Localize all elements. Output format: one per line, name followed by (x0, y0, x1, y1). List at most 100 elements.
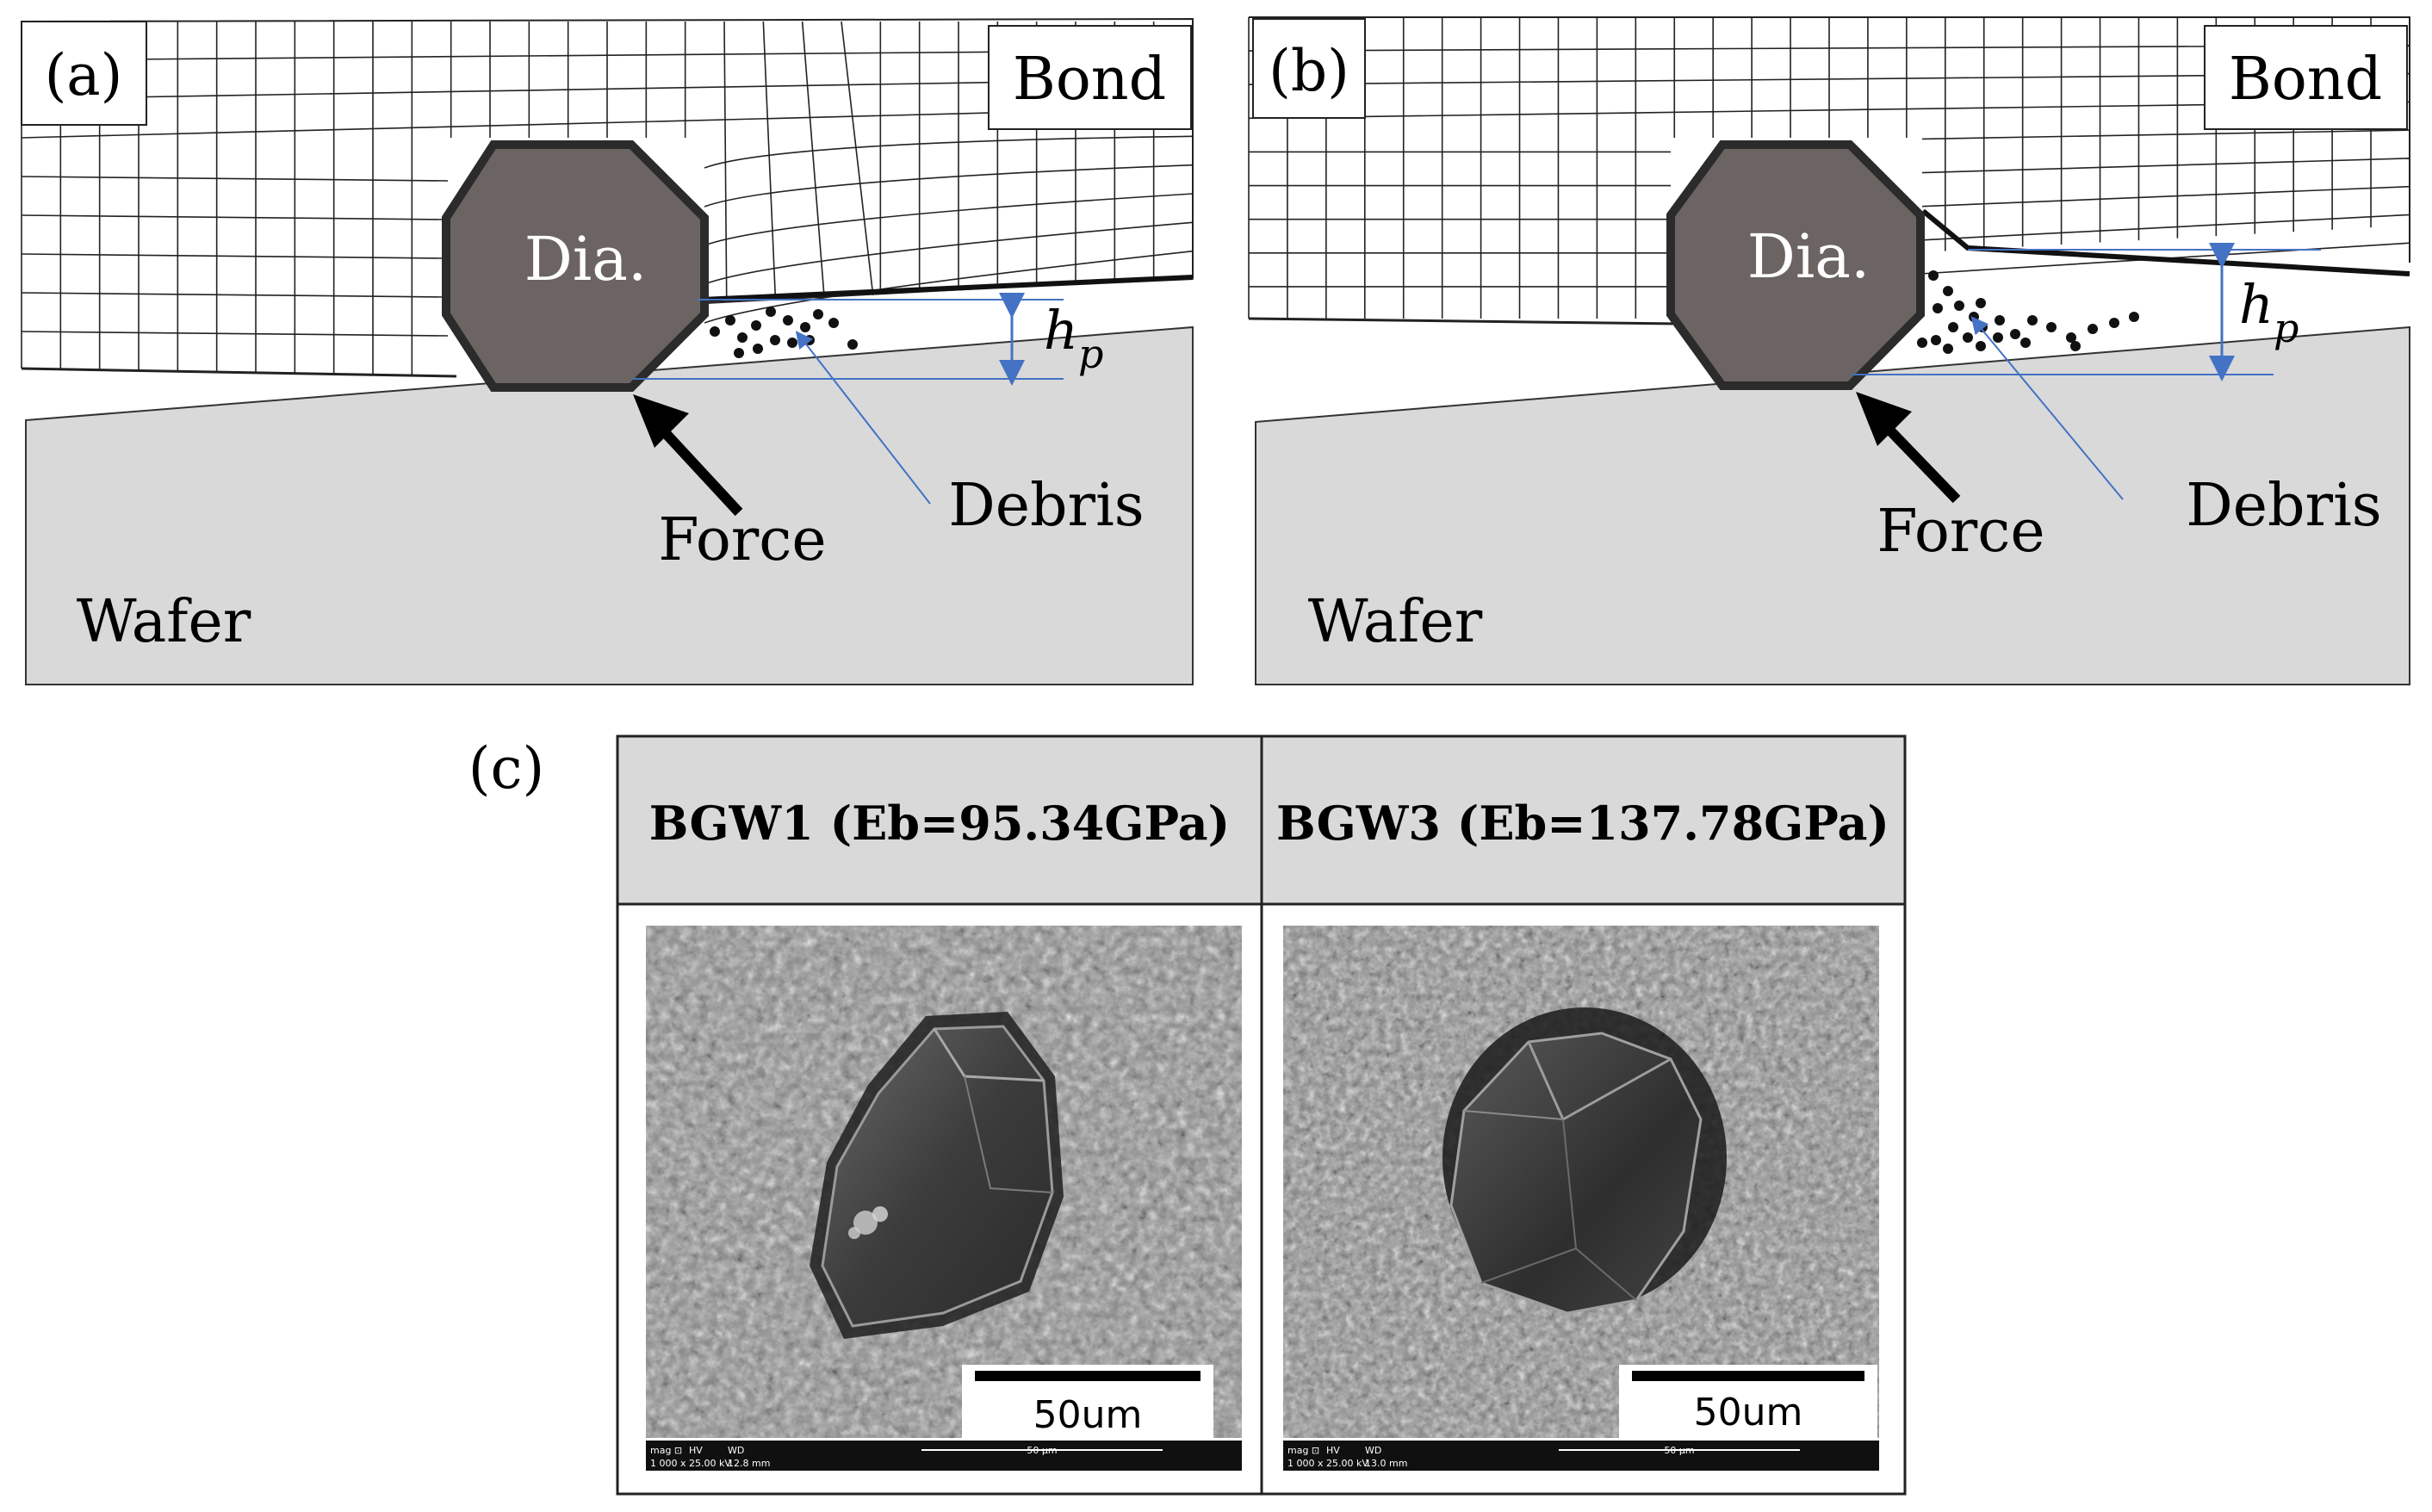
wafer-label: Wafer (1308, 588, 1483, 656)
debris-dot (2020, 338, 2031, 348)
info-wd-value: 12.8 mm (728, 1458, 770, 1469)
debris-dot (1928, 270, 1939, 281)
mesh-line (1921, 129, 2410, 140)
debris-dot (751, 320, 761, 331)
bond-label: Bond (2229, 46, 2382, 114)
gap-label: hp (1044, 299, 1103, 377)
info-mag-value: 1 000 x (1287, 1458, 1324, 1469)
panel-label-box (21, 21, 147, 126)
debris-dot (753, 344, 763, 354)
debris-dot (1931, 335, 1941, 345)
debris-label: Debris (2186, 472, 2381, 540)
debris-pointer (1970, 316, 2124, 500)
sem-image-bgw1: 50um mag ⊡ HV WD 1 000 x 25.00 kV 12.8 m… (646, 926, 1242, 1471)
debris-dot (783, 315, 793, 325)
force-label: Force (1877, 498, 2044, 566)
scale-bar (975, 1371, 1200, 1381)
debris-dot (828, 318, 839, 328)
debris-dot (2129, 312, 2139, 322)
debris-dot (2070, 341, 2081, 351)
scale-bar-label: 50um (1694, 1391, 1803, 1435)
column-header-bgw1: BGW1 (Eb=95.34GPa) (649, 796, 1230, 851)
panel-c: (c) BGW1 (Eb=95.34GPa) BGW3 (Eb=137.78GP… (468, 734, 1907, 1496)
info-mag: mag ⊡ (1287, 1445, 1319, 1456)
bond-mesh (21, 21, 1194, 376)
mesh-line (21, 331, 449, 337)
panel-label: (c) (468, 735, 544, 802)
mesh-line (704, 164, 1194, 208)
gap-symbol: h (1044, 299, 1078, 362)
debris-dot (1943, 344, 1953, 354)
debris-dot (2010, 329, 2020, 339)
mesh-line (21, 176, 449, 182)
debris-dot (1969, 312, 1979, 322)
info-mag: mag ⊡ (650, 1445, 682, 1456)
debris-dot (2046, 322, 2057, 332)
sem-info-bar (1283, 1441, 1879, 1471)
diamond-grit (442, 140, 709, 392)
panel-label: (a) (45, 42, 123, 108)
debris-particles (710, 307, 858, 358)
debris-particles (1917, 270, 2139, 354)
mesh-line (21, 214, 449, 220)
debris-dot (1993, 332, 2003, 343)
debris-dot (2109, 318, 2119, 328)
mesh-line (704, 221, 1194, 285)
info-wd: WD (1365, 1445, 1381, 1456)
debris-dot (766, 307, 776, 317)
mesh-line (841, 21, 874, 296)
debris-dot (787, 338, 797, 348)
debris-dot (813, 309, 823, 319)
diamond-label: Dia. (524, 224, 648, 294)
panel-label: (b) (1269, 38, 1349, 104)
debris-dot (1995, 315, 2005, 325)
debris-dot (1917, 338, 1927, 348)
scale-bar-label: 50um (1033, 1393, 1143, 1437)
bond-contact-edge (701, 275, 1194, 302)
info-wd-value: 13.0 mm (1365, 1458, 1407, 1469)
panel-a: Dia. (a) Bond Force Debris Wafer hp (21, 17, 1194, 685)
debris-dot (1976, 298, 1986, 308)
force-arrow-shaft (1882, 422, 1961, 504)
mesh-line (1921, 185, 2410, 208)
gap-subscript: p (2274, 305, 2299, 351)
mesh-line (762, 21, 777, 300)
debris-dot (737, 332, 748, 343)
force-arrow-head (633, 394, 689, 448)
sem-image-bgw3: 50um mag ⊡ HV WD 1 000 x 25.00 kV 13.0 m… (1283, 926, 1879, 1471)
wafer-body (1255, 325, 2410, 685)
diamond-label: Dia. (1747, 221, 1871, 292)
sem-info-bar (646, 1441, 1242, 1471)
debris-dot (2066, 332, 2076, 343)
mesh-line (21, 253, 449, 259)
debris-dot (1963, 332, 1973, 343)
info-wd: WD (728, 1445, 744, 1456)
bond-contact-edge (1921, 208, 2410, 276)
debris-dot (1954, 301, 1964, 311)
debris-dot (2027, 315, 2038, 325)
mesh-line (704, 135, 1194, 169)
bond-outline (1249, 16, 2410, 263)
debris-dot (734, 348, 744, 358)
mesh-line (1921, 214, 2410, 241)
mesh-line (801, 21, 825, 298)
debris-pointer (795, 331, 931, 505)
bond-bottom-edge (21, 367, 457, 378)
gap-symbol: h (2239, 273, 2274, 336)
info-scale-label: 50 μm (1664, 1445, 1694, 1456)
info-mag-value: 1 000 x (650, 1458, 686, 1469)
debris-dot (710, 326, 720, 337)
gap-subscript: p (1078, 331, 1103, 377)
diamond-grit (1666, 140, 1925, 390)
debris-label: Debris (948, 472, 1144, 540)
bond-bottom-edge (1248, 317, 1678, 325)
mesh-line (21, 292, 449, 298)
wafer-body (25, 325, 1194, 685)
info-hv: HV (1326, 1445, 1340, 1456)
debris-dot (1976, 341, 1986, 351)
force-arrow-shaft (659, 426, 743, 517)
debris-dot (847, 339, 858, 350)
wafer-label: Wafer (77, 588, 251, 656)
debris-dot (770, 335, 780, 345)
